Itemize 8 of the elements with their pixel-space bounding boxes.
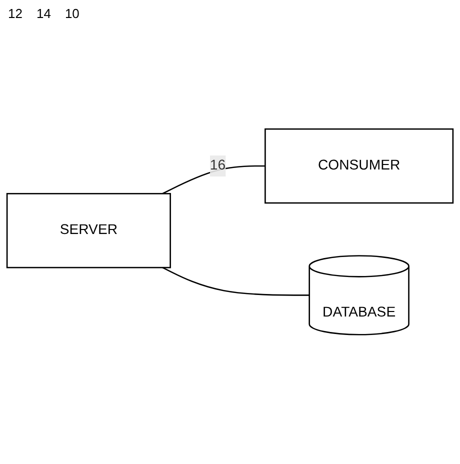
node-box: SERVER [6,193,171,268]
reference-numeral: 10 [64,6,80,21]
connector [162,166,266,194]
connector [162,267,310,296]
reference-numeral: 14 [36,6,51,21]
node-box: CONSUMER [264,128,454,204]
edge-label: 16 [210,158,226,174]
reference-numeral: 12 [8,6,22,21]
